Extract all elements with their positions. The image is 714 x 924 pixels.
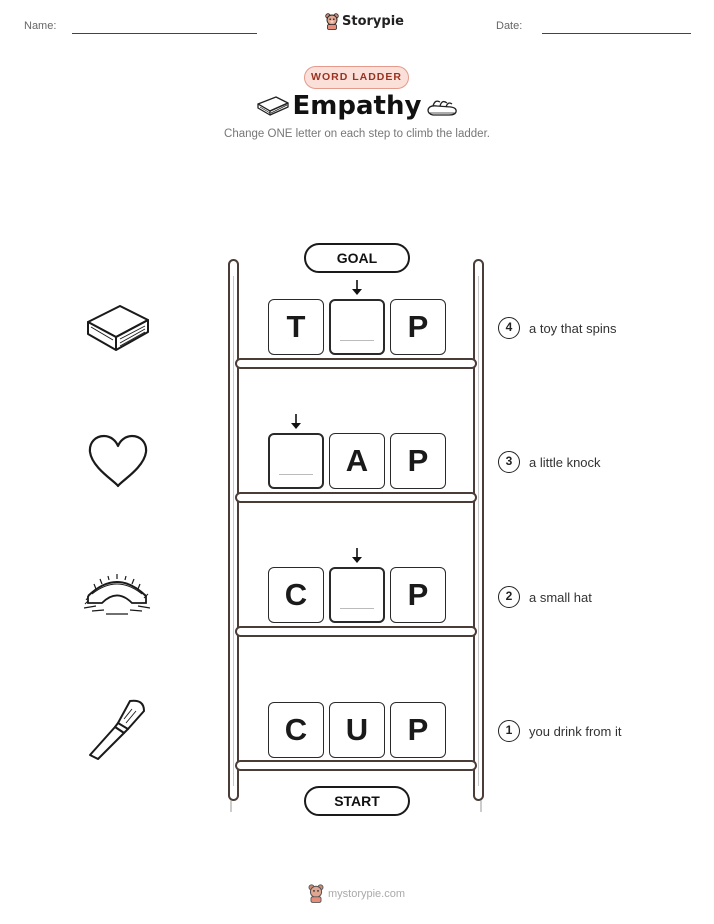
letter-tile: C: [268, 702, 324, 758]
sandal-icon: [427, 100, 457, 116]
step-number: 3: [498, 451, 520, 473]
bear-logo-icon: [308, 884, 324, 903]
clue-text: you drink from it: [529, 724, 622, 739]
arrow-down-icon: [352, 548, 362, 563]
name-label: Name:: [24, 20, 57, 32]
brand-name: Storypie: [342, 14, 404, 29]
arrow-down-icon: [352, 280, 362, 295]
letter-tile: P: [390, 702, 446, 758]
bridge-icon: [83, 574, 151, 615]
letter-tile: C: [268, 567, 324, 623]
letter-tile: P: [390, 433, 446, 489]
goal-label: GOAL: [304, 243, 410, 273]
start-label: START: [304, 786, 410, 816]
arrow-down-icon: [291, 414, 301, 429]
worksheet-title: Empathy: [292, 91, 422, 121]
letter-tile: A: [329, 433, 385, 489]
clue-text: a little knock: [529, 455, 601, 470]
ladder-frame: [228, 259, 484, 812]
activity-badge: WORD LADDER: [304, 66, 409, 89]
blank-letter-tile[interactable]: [329, 567, 385, 623]
step-number: 4: [498, 317, 520, 339]
letter-tile: P: [390, 299, 446, 355]
footer: mystorypie.com: [308, 884, 405, 903]
name-line[interactable]: [72, 33, 257, 34]
blank-letter-tile[interactable]: [329, 299, 385, 355]
blank-letter-tile[interactable]: [268, 433, 324, 489]
clue-text: a toy that spins: [529, 321, 617, 336]
book-icon: [257, 96, 289, 116]
step-number: 1: [498, 720, 520, 742]
letter-tile: U: [329, 702, 385, 758]
clue-text: a small hat: [529, 590, 592, 605]
step-number: 2: [498, 586, 520, 608]
date-line[interactable]: [542, 33, 691, 34]
instructions: Change ONE letter on each step to climb …: [224, 128, 490, 140]
chisel-icon: [89, 699, 145, 760]
footer-url[interactable]: mystorypie.com: [328, 887, 406, 900]
brand-logo: Storypie: [325, 13, 404, 30]
heart-icon: [88, 434, 148, 488]
book-icon: [87, 305, 149, 351]
letter-tile: T: [268, 299, 324, 355]
date-label: Date:: [496, 20, 523, 32]
letter-tile: P: [390, 567, 446, 623]
bear-logo-icon: [325, 13, 339, 30]
